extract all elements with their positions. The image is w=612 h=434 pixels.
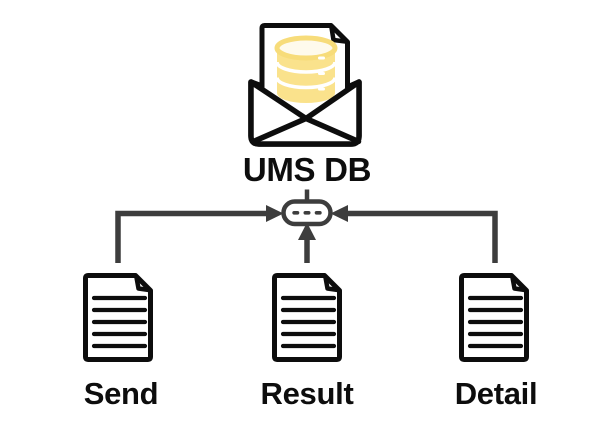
merge-node — [281, 199, 333, 227]
detail-document-icon — [459, 273, 529, 362]
fold-crease — [134, 275, 152, 293]
text-lines — [280, 295, 337, 349]
fold-crease — [510, 275, 528, 293]
page-fold-crease — [329, 25, 348, 44]
ums-db-label: UMS DB — [242, 151, 372, 188]
database-icon — [274, 35, 338, 103]
result-document-icon — [272, 273, 342, 362]
arrowhead-right-icon — [266, 205, 284, 222]
arrowhead-up-icon — [298, 222, 316, 240]
send-document-icon — [83, 273, 153, 362]
arrowhead-left-icon — [330, 205, 348, 222]
text-lines — [467, 295, 524, 349]
envelope-database-icon — [248, 23, 362, 147]
detail-label: Detail — [454, 376, 538, 411]
envelope-front — [248, 79, 362, 147]
result-label: Result — [260, 376, 354, 411]
fold-crease — [323, 275, 341, 293]
arrow-detail-to-merge — [330, 205, 498, 263]
arrow-send-to-merge — [115, 205, 284, 263]
envelope-bottom-folds — [250, 115, 362, 145]
text-lines — [91, 295, 148, 349]
send-label: Send — [83, 376, 159, 411]
ellipsis-dashes — [292, 211, 322, 215]
arrow-result-to-merge — [298, 222, 316, 263]
